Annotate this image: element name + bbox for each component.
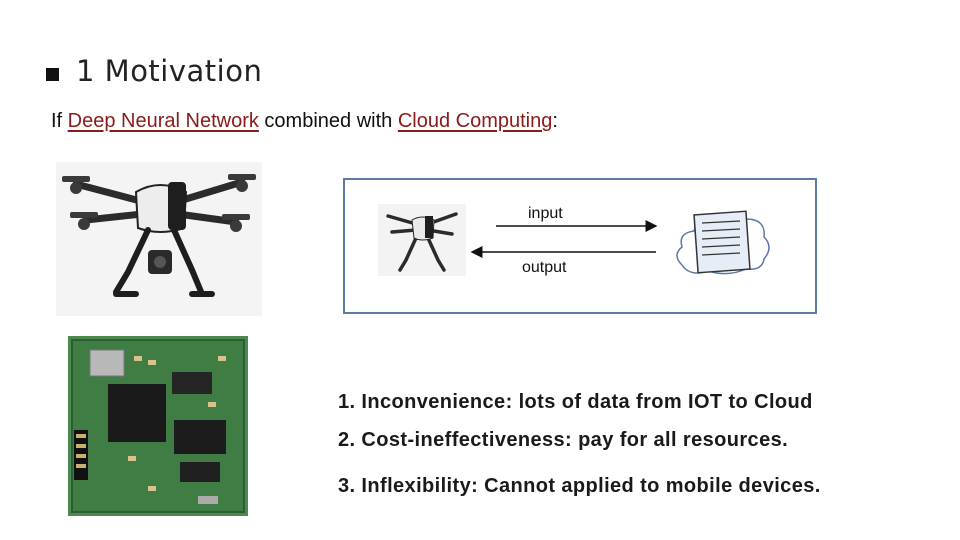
term-cloud-computing: Cloud Computing [397, 110, 553, 132]
title-bullet [46, 68, 59, 81]
term-deep-neural-network: Deep Neural Network [67, 110, 259, 132]
point-inflexibility: 3. Inflexibility: Cannot applied to mobi… [338, 475, 821, 497]
data-flow-arrows [470, 220, 658, 258]
point-cost-ineffectiveness: 2. Cost-ineffectiveness: pay for all res… [338, 429, 789, 451]
drone-photo [56, 162, 262, 316]
subtitle-middle: combined with [258, 110, 398, 132]
input-label: input [528, 205, 563, 222]
circuit-board-photo [68, 336, 248, 516]
mini-drone-icon [378, 204, 466, 276]
output-label: output [522, 259, 567, 276]
slide-subtitle: If Deep Neural Network combined with Clo… [51, 110, 558, 133]
subtitle-suffix: : [552, 110, 558, 132]
slide-title: 1 Motivation [76, 54, 263, 88]
cloud-server-icon [676, 210, 770, 275]
point-inconvenience: 1. Inconvenience: lots of data from IOT … [338, 391, 813, 413]
subtitle-prefix: If [51, 110, 68, 132]
